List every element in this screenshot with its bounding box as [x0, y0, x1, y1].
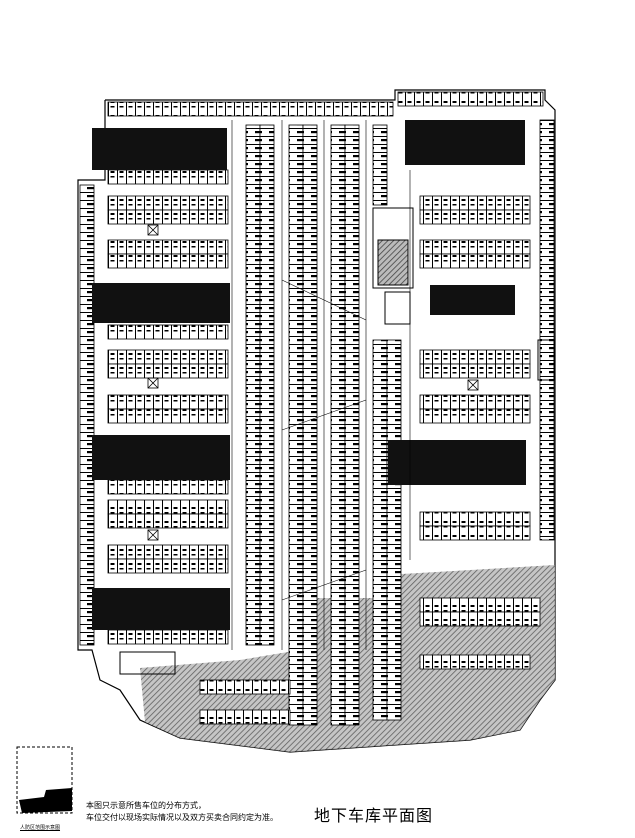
building-cores [92, 120, 526, 630]
civil-defense-legend-thumbnail [16, 746, 73, 814]
legend-label: 人防区范围示意图 [20, 825, 61, 831]
parking-columns-center [245, 119, 555, 726]
page-title: 地下车库平面图 [314, 806, 434, 825]
parking-rows-left [79, 91, 544, 646]
disclaimer-note: 本图只示意所售车位的分布方式， 车位交付以现场实际情况以及双方买卖合同约定为准。 [86, 800, 278, 824]
parking-rows-right [199, 195, 541, 725]
column-markers [147, 224, 479, 541]
note-line-1: 本图只示意所售车位的分布方式， [86, 801, 206, 810]
drive-aisles [231, 120, 411, 650]
note-line-2: 车位交付以现场实际情况以及双方买卖合同约定为准。 [86, 813, 278, 822]
